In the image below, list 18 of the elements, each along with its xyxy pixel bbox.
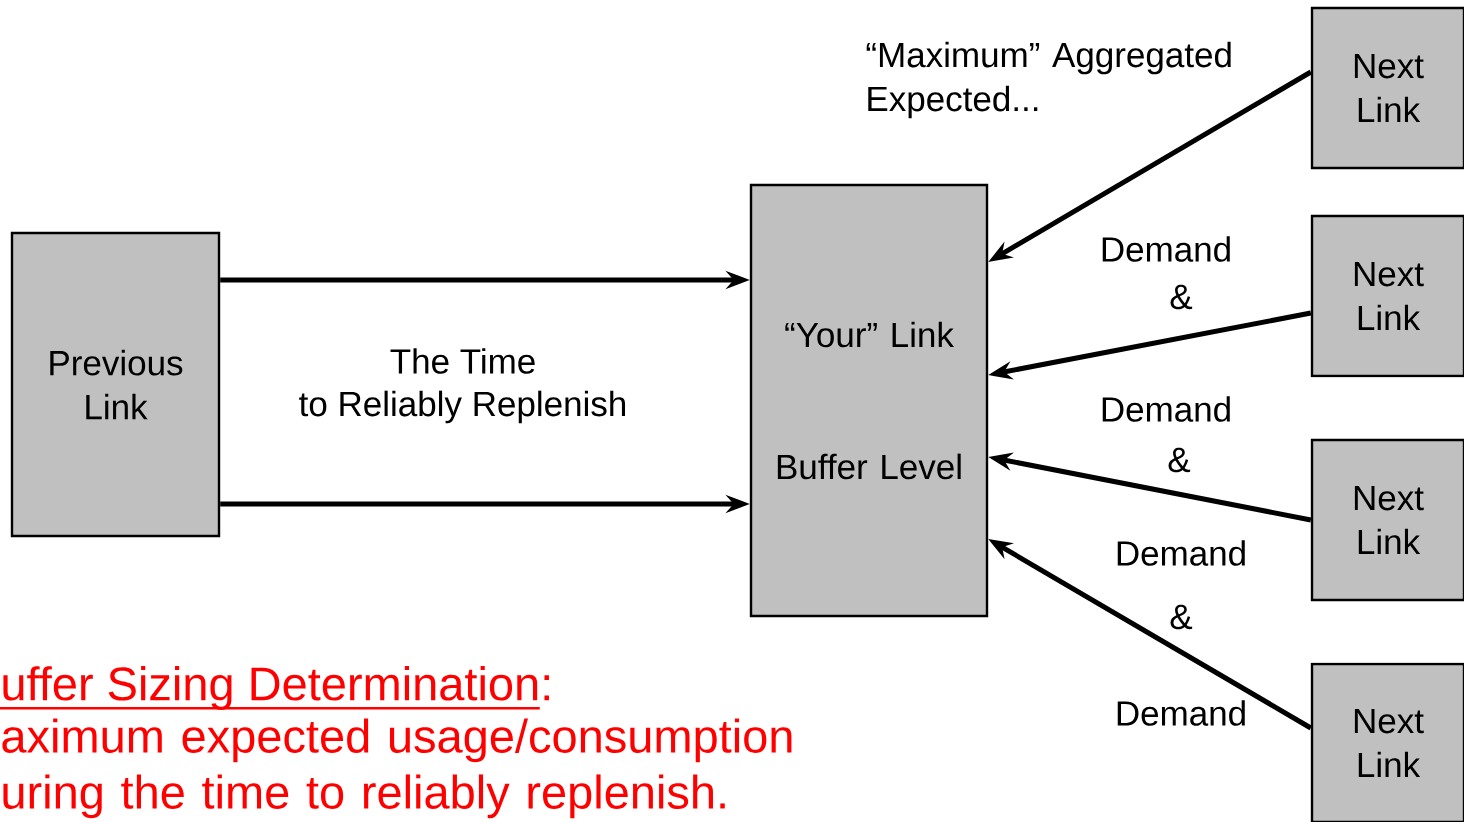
link-box: Previous Link	[10, 231, 221, 538]
label-text: Demand	[1117, 700, 1245, 726]
link-box: Next Link	[1310, 6, 1464, 170]
link-box: “Your” Link Buffer Level	[749, 183, 989, 618]
note-text: “Maximum” Aggregated Expected...	[866, 41, 1231, 119]
link-box: Next Link	[1310, 662, 1464, 822]
label-text: Demand	[1102, 236, 1230, 262]
body-text: aximum expected usage/consumption uring the time to reliably replenish.	[2, 718, 792, 819]
label-text: &	[1170, 284, 1193, 310]
label-text: Demand	[1102, 396, 1230, 422]
link-box: Next Link	[1310, 438, 1464, 602]
label-text: &	[1170, 604, 1193, 630]
label-text: &	[1168, 447, 1191, 473]
label-text: to Reliably Replenish	[299, 390, 625, 424]
label-text: The Time	[390, 348, 535, 374]
heading-text: uffer Sizing Determination:	[0, 666, 549, 710]
label-text: Demand	[1117, 540, 1245, 566]
link-box: Next Link	[1310, 214, 1464, 378]
